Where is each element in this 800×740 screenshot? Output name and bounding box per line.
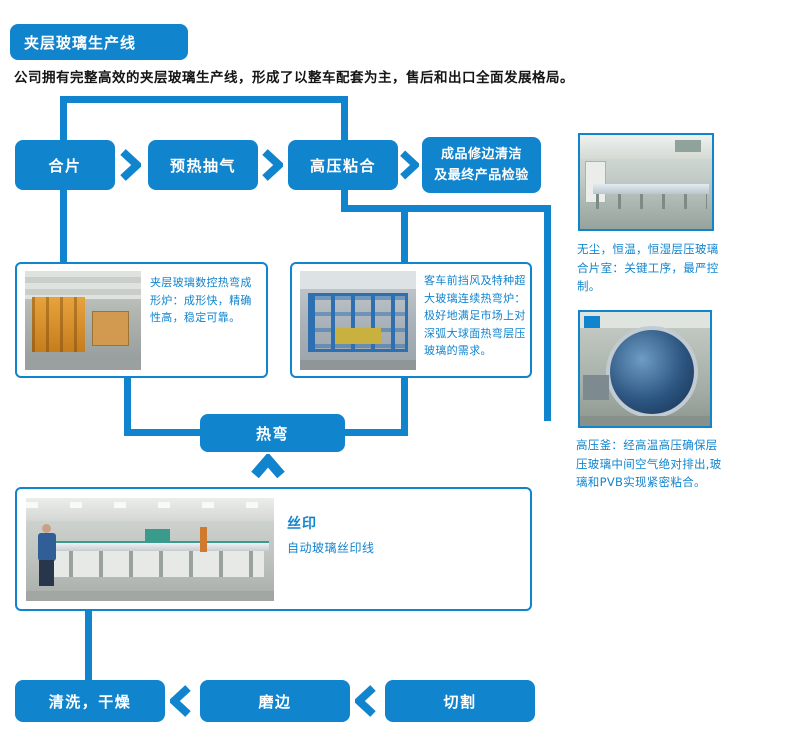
- assembly-table: [593, 183, 710, 195]
- step-washing-drying: 清洗，干燥: [15, 680, 165, 722]
- cnc-furnace-text: 夹层玻璃数控热弯成形炉：成形快，精确性高，稳定可靠。: [150, 276, 252, 325]
- step-edging: 磨边: [200, 680, 350, 722]
- connector-line: [345, 429, 408, 436]
- furnace-side-unit: [92, 310, 130, 347]
- wall-sign: [675, 140, 702, 152]
- furnace-frame: [31, 296, 86, 353]
- screen-print-head: [145, 528, 170, 543]
- step-label: 预热抽气: [169, 156, 236, 175]
- connector-line: [60, 190, 67, 264]
- step-label: 合片: [48, 156, 82, 175]
- factory-floor: [580, 415, 710, 426]
- chevron-left-icon: [355, 685, 377, 717]
- step-label: 高压粘合: [309, 156, 376, 175]
- cnc-bending-furnace-panel: 夹层玻璃数控热弯成形炉：成形快，精确性高，稳定可靠。: [15, 262, 268, 378]
- chevron-right-icon: [119, 149, 141, 181]
- connector-line: [85, 611, 92, 681]
- factory-ceiling: [300, 271, 416, 289]
- photo-watermark: [584, 316, 600, 328]
- connector-line: [124, 378, 131, 436]
- cleanroom-lamination-room-photo: [578, 133, 714, 231]
- factory-floor: [25, 359, 141, 370]
- autoclave-cylinder: [606, 325, 698, 418]
- autoclave-platform: [582, 374, 609, 400]
- ceiling-lights: [26, 502, 274, 509]
- workshop-floor: [26, 590, 274, 601]
- step-lamination-assembly: 合片: [15, 140, 115, 190]
- worker-legs: [39, 560, 54, 586]
- silk-screen-line-photo: [26, 498, 274, 601]
- cnc-hot-bending-furnace-photo: [25, 271, 141, 370]
- lamination-room-caption: 无尘，恒温，恒湿层压玻璃合片室：关键工序，最严控制。: [577, 242, 719, 294]
- worker-head: [42, 524, 51, 533]
- autoclave-photo: [578, 310, 712, 428]
- factory-ceiling: [580, 312, 710, 328]
- worker-torso: [38, 533, 56, 561]
- factory-floor: [300, 360, 416, 370]
- step-label: 磨边: [258, 692, 292, 711]
- table-legs: [595, 194, 707, 210]
- connector-line: [60, 96, 348, 103]
- step-preheat-vacuum: 预热抽气: [148, 140, 258, 190]
- connector-line: [544, 205, 551, 421]
- step-hot-bending: 热弯: [200, 414, 345, 452]
- step-final-inspection: 成品修边清洁 及最终产品检验: [422, 137, 541, 193]
- step-autoclave-bonding: 高压粘合: [288, 140, 398, 190]
- chevron-up-icon: [251, 454, 285, 480]
- printing-table: [38, 541, 270, 551]
- intro-text: 公司拥有完整高效的夹层玻璃生产线，形成了以整车配套为主，售后和出口全面发展格局。: [14, 70, 574, 86]
- autoclave-caption: 高压釜：经高温高压确保层压玻璃中间空气绝对排出,玻璃和PVB实现紧密粘合。: [576, 438, 722, 490]
- silk-screen-panel: 丝印 自动玻璃丝印线: [15, 487, 532, 611]
- page-title: 夹层玻璃生产线: [10, 24, 188, 60]
- connector-line: [401, 205, 408, 264]
- chevron-right-icon: [261, 149, 283, 181]
- connector-line: [124, 429, 202, 436]
- chevron-left-icon: [170, 685, 192, 717]
- continuous-bending-furnace-photo: [300, 271, 416, 370]
- machine-cabinets: [43, 550, 265, 578]
- connector-line: [341, 205, 551, 212]
- factory-ceiling: [25, 271, 141, 299]
- chevron-right-icon: [399, 149, 419, 181]
- windshield-furnace-text: 客车前挡风及特种超大玻璃连续热弯炉：极好地满足市场上对深弧大球面热弯层压玻璃的需…: [424, 274, 526, 358]
- orange-furnace-body: [31, 296, 86, 353]
- step-cutting: 切割: [385, 680, 535, 722]
- connector-line: [341, 96, 348, 142]
- page-title-text: 夹层玻璃生产线: [24, 33, 137, 52]
- step-label: 清洗，干燥: [48, 692, 132, 711]
- silk-screen-subtitle: 自动玻璃丝印线: [287, 541, 375, 555]
- connector-line: [60, 96, 67, 142]
- windshield-furnace-panel: 客车前挡风及特种超大玻璃连续热弯炉：极好地满足市场上对深弧大球面热弯层压玻璃的需…: [290, 262, 532, 378]
- connector-line: [401, 378, 408, 436]
- connector-line: [341, 190, 348, 212]
- step-label: 切割: [443, 692, 477, 711]
- step-label-line2: 及最终产品检验: [434, 168, 529, 183]
- step-label: 热弯: [255, 424, 289, 443]
- step-label-line1: 成品修边清洁: [440, 146, 522, 162]
- orange-post: [199, 526, 208, 552]
- silk-screen-title: 丝印: [287, 516, 317, 532]
- yellow-machine-part: [334, 328, 382, 345]
